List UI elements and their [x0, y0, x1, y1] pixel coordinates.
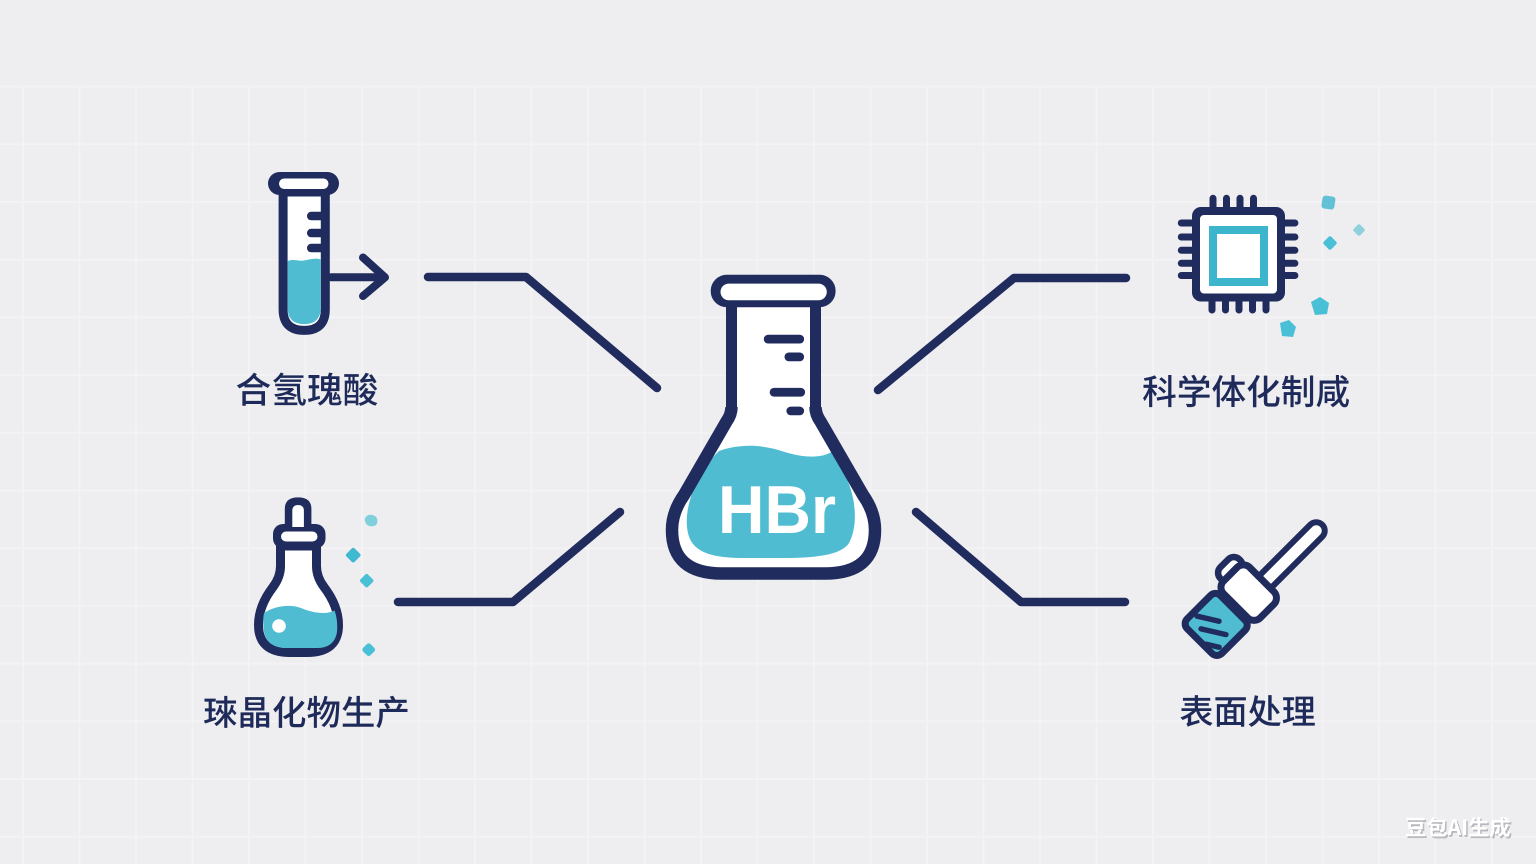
svg-text:HBr: HBr — [718, 472, 836, 548]
